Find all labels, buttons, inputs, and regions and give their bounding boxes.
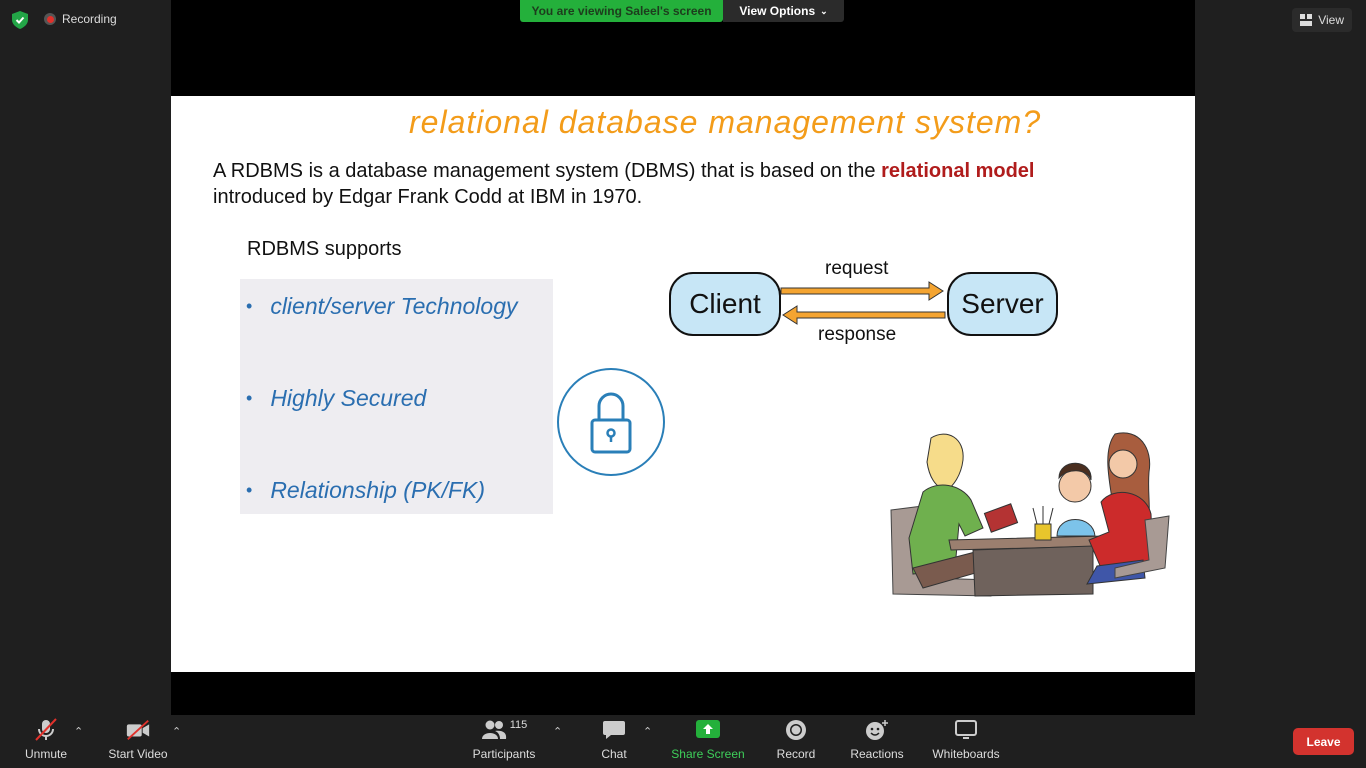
unmute-label: Unmute	[24, 747, 68, 761]
list-item: •Relationship (PK/FK)	[246, 477, 486, 503]
audio-options-caret-icon[interactable]: ⌃	[74, 726, 84, 738]
reactions-label: Reactions	[850, 747, 904, 761]
record-icon	[783, 719, 809, 741]
chat-bubble-icon	[601, 719, 627, 741]
view-button[interactable]: View	[1292, 8, 1352, 32]
reactions-smiley-icon	[864, 719, 890, 741]
participants-caret-icon[interactable]: ⌃	[553, 726, 563, 738]
client-node: Client	[669, 272, 781, 336]
security-shield-icon[interactable]	[12, 11, 28, 29]
video-off-icon	[125, 719, 151, 741]
leave-button[interactable]: Leave	[1293, 728, 1354, 755]
slide-title: relational database management system?	[409, 104, 1042, 140]
share-screen-icon	[695, 719, 721, 741]
recording-label: Recording	[62, 12, 117, 26]
bullet-list: •client/server Technology •Highly Secure…	[240, 279, 553, 514]
recording-dot-icon	[44, 13, 56, 25]
presentation-slide: relational database management system? A…	[171, 96, 1195, 672]
meeting-toolbar: Unmute ⌃ Start Video ⌃ 115 Participants …	[0, 715, 1366, 768]
whiteboard-icon	[953, 719, 979, 741]
grid-view-icon	[1300, 14, 1313, 26]
bullet-text: client/server Technology	[270, 293, 518, 319]
record-button[interactable]: Record	[774, 715, 818, 768]
bullet-text: Relationship (PK/FK)	[270, 477, 486, 503]
list-item: •client/server Technology	[246, 293, 518, 319]
view-options-label: View Options	[739, 4, 816, 18]
view-button-label: View	[1318, 13, 1344, 27]
share-screen-label: Share Screen	[671, 747, 745, 761]
reactions-button[interactable]: Reactions	[848, 715, 906, 768]
slide-intro: A RDBMS is a database management system …	[213, 158, 1173, 210]
view-options-button[interactable]: View Options ⌄	[723, 0, 844, 22]
request-label: request	[825, 258, 889, 279]
server-node: Server	[947, 272, 1058, 336]
client-server-diagram: Client Server request response	[661, 256, 1071, 356]
record-label: Record	[776, 747, 816, 761]
chat-button[interactable]: Chat	[596, 715, 632, 768]
chat-caret-icon[interactable]: ⌃	[643, 726, 653, 738]
request-response-arrows	[780, 281, 946, 325]
lock-icon	[557, 368, 665, 476]
participants-icon: 115	[479, 719, 529, 741]
intro-highlight: relational model	[881, 160, 1035, 182]
whiteboards-button[interactable]: Whiteboards	[930, 715, 1002, 768]
supports-heading: RDBMS supports	[247, 238, 402, 260]
chat-label: Chat	[601, 747, 627, 761]
start-video-label: Start Video	[108, 747, 168, 761]
people-reading-illustration	[890, 432, 1170, 597]
bullet-text: Highly Secured	[270, 385, 427, 411]
participants-label: Participants	[472, 747, 536, 761]
video-options-caret-icon[interactable]: ⌃	[172, 726, 182, 738]
share-screen-button[interactable]: Share Screen	[670, 715, 746, 768]
whiteboards-label: Whiteboards	[932, 747, 1000, 761]
unmute-button[interactable]: Unmute	[20, 715, 72, 768]
start-video-button[interactable]: Start Video	[106, 715, 170, 768]
intro-text-1: A RDBMS is a database management system …	[213, 160, 882, 182]
participant-count: 115	[509, 719, 528, 731]
response-label: response	[818, 324, 897, 345]
participants-button[interactable]: 115 Participants	[470, 715, 538, 768]
muted-microphone-icon	[33, 718, 59, 741]
list-item: •Highly Secured	[246, 385, 427, 411]
recording-indicator[interactable]: Recording	[44, 12, 117, 26]
intro-text-2: introduced by Edgar Frank Codd at IBM in…	[213, 186, 643, 208]
viewing-banner: You are viewing Saleel's screen	[520, 0, 723, 22]
chevron-down-icon: ⌄	[820, 5, 828, 16]
